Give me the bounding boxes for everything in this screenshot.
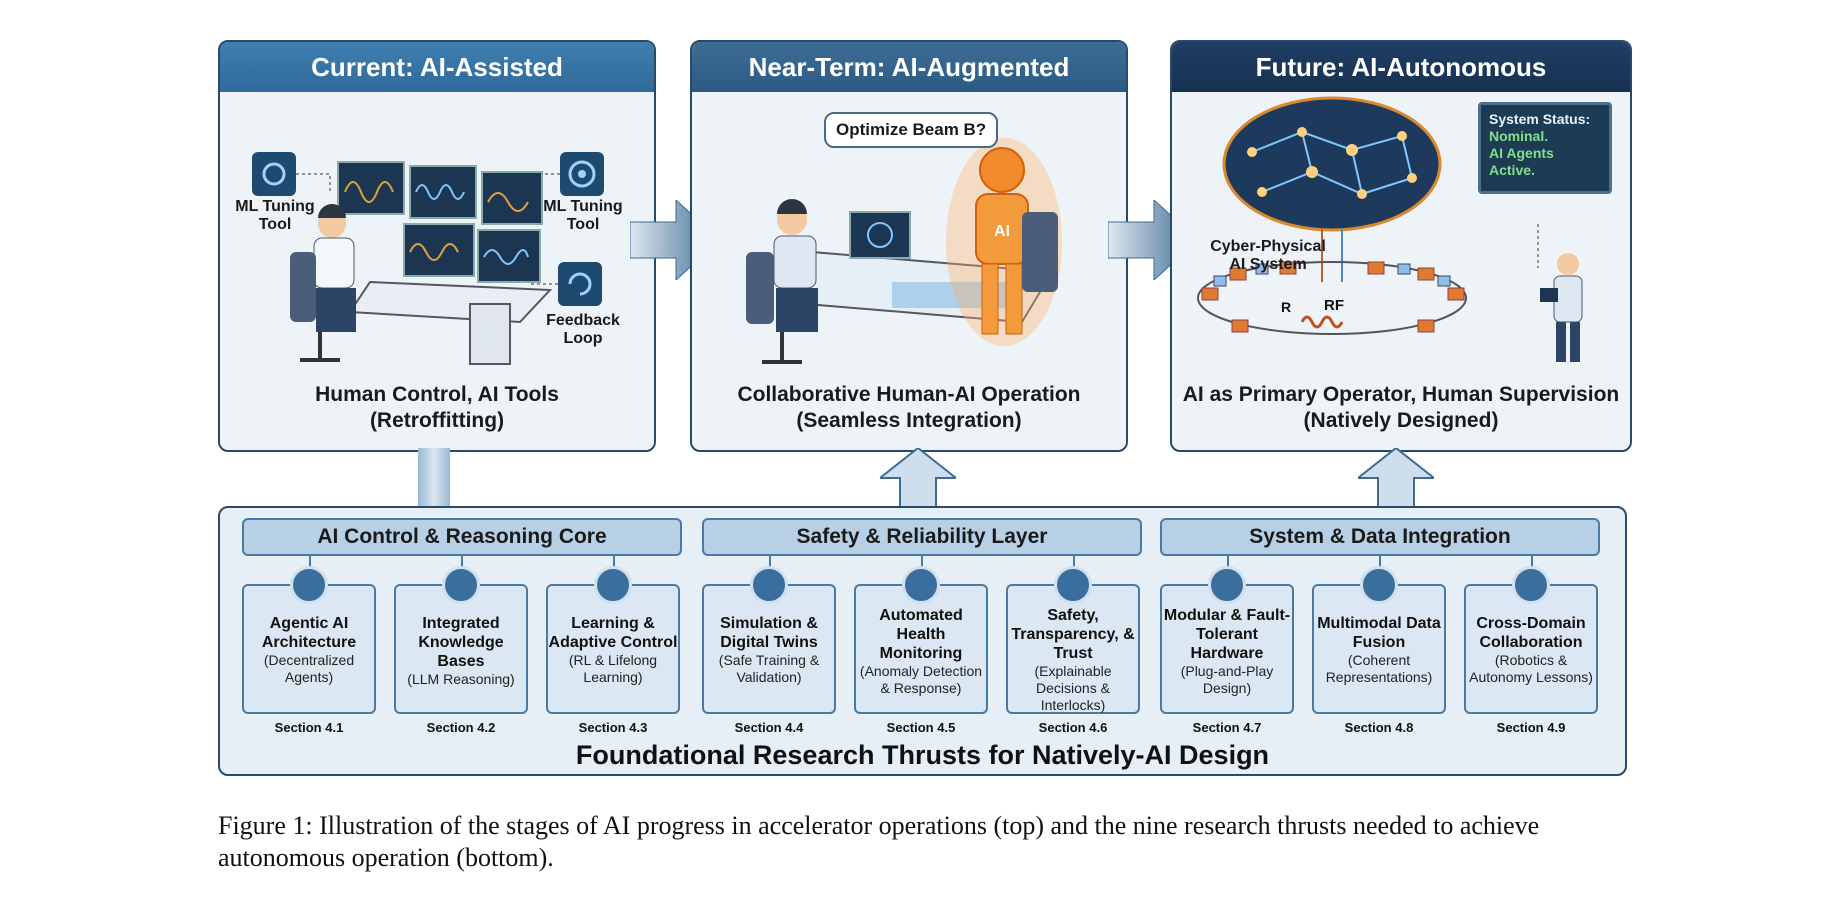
- section-label: Section 4.9: [1496, 720, 1566, 735]
- stage-future-caption: AI as Primary Operator, Human Supervisio…: [1182, 383, 1620, 432]
- chip-icon: [1208, 566, 1246, 604]
- human-operator: [746, 199, 818, 364]
- thrust-card: Automated Health Monitoring (Anomaly Det…: [854, 554, 988, 714]
- human-operator: [290, 204, 356, 362]
- group-ai-control: AI Control & Reasoning Core: [242, 518, 682, 556]
- feedback-loop-icon: [558, 262, 602, 306]
- thrust-card: Multimodal Data Fusion (Coherent Represe…: [1312, 554, 1446, 714]
- group-safety: Safety & Reliability Layer: [702, 518, 1142, 556]
- feedback-loop-label: Feedback Loop: [546, 312, 620, 347]
- stage-near-term: Near-Term: AI-Augmented AI Optimize Beam…: [690, 40, 1128, 452]
- stage-future-title: Future: AI-Autonomous: [1172, 42, 1630, 92]
- section-label: Section 4.2: [426, 720, 496, 735]
- section-label: Section 4.8: [1344, 720, 1414, 735]
- tools-icon: [1512, 566, 1550, 604]
- figure-caption: Figure 1: Illustration of the stages of …: [218, 811, 1540, 872]
- system-status-panel: System Status: Nominal. AI Agents Active…: [1478, 102, 1612, 194]
- control-room-illustration: [252, 152, 604, 365]
- human-supervisor: [1540, 253, 1583, 362]
- connector-stem: [418, 448, 450, 508]
- rf-label: RF: [1324, 297, 1344, 314]
- speech-bubble: Optimize Beam B?: [824, 112, 999, 148]
- cyber-physical-label: Cyber-Physical AI System: [1210, 238, 1326, 273]
- shield-icon: [1054, 566, 1092, 604]
- autonomous-system-illustration: RF R: [1197, 96, 1583, 362]
- stage-current: Current: AI-Assisted: [218, 40, 656, 452]
- ml-tuning-tool-label: ML Tuning Tool: [235, 198, 315, 233]
- r-label: R: [1281, 299, 1291, 315]
- foundation-title: Foundational Research Thrusts for Native…: [575, 740, 1270, 770]
- ai-robot: [946, 138, 1062, 346]
- stage-current-caption: Human Control, AI Tools (Retroffitting): [315, 383, 559, 432]
- thrust-card: Integrated Knowledge Bases (LLM Reasonin…: [394, 554, 528, 714]
- ml-tuning-tool-icon: [252, 152, 296, 196]
- network-icon: [594, 566, 632, 604]
- stage-current-title: Current: AI-Assisted: [220, 42, 654, 92]
- arrow-up-icon: [1358, 448, 1434, 508]
- thrust-card: Cross-Domain Collaboration (Robotics & A…: [1464, 554, 1598, 714]
- section-label: Section 4.4: [734, 720, 804, 735]
- chart-warning-icon: [750, 566, 788, 604]
- thrust-card: Agentic AI Architecture (Decentralized A…: [242, 554, 376, 714]
- database-icon: [442, 566, 480, 604]
- foundational-thrusts-panel: AI Control & Reasoning Core Safety & Rel…: [218, 506, 1627, 776]
- thrust-card: Safety, Transparency, & Trust (Explainab…: [1006, 554, 1140, 714]
- heartbeat-icon: [902, 566, 940, 604]
- ml-tuning-tool-icon: [560, 152, 604, 196]
- section-label: Section 4.6: [1038, 720, 1108, 735]
- robot-ai-label: AI: [994, 223, 1010, 240]
- stage-future: Future: AI-Autonomous: [1170, 40, 1632, 452]
- ml-tuning-tool-label: ML Tuning Tool: [543, 198, 623, 233]
- section-label: Section 4.1: [274, 720, 344, 735]
- brain-gear-icon: [290, 566, 328, 604]
- thrust-card: Modular & Fault-Tolerant Hardware (Plug-…: [1160, 554, 1294, 714]
- fusion-icon: [1360, 566, 1398, 604]
- monitor-wall: [337, 161, 543, 283]
- accelerator-ring: [1197, 261, 1467, 335]
- neural-brain-icon: [1222, 96, 1442, 282]
- arrow-up-icon: [880, 448, 956, 508]
- section-label: Section 4.3: [578, 720, 648, 735]
- group-system-data: System & Data Integration: [1160, 518, 1600, 556]
- stage-near-term-title: Near-Term: AI-Augmented: [692, 42, 1126, 92]
- stage-near-term-caption: Collaborative Human-AI Operation (Seamle…: [737, 383, 1081, 432]
- section-label: Section 4.7: [1192, 720, 1262, 735]
- thrust-card: Learning & Adaptive Control (RL & Lifelo…: [546, 554, 680, 714]
- section-label: Section 4.5: [886, 720, 956, 735]
- collaboration-illustration: AI: [746, 138, 1062, 364]
- thrust-card: Simulation & Digital Twins (Safe Trainin…: [702, 554, 836, 714]
